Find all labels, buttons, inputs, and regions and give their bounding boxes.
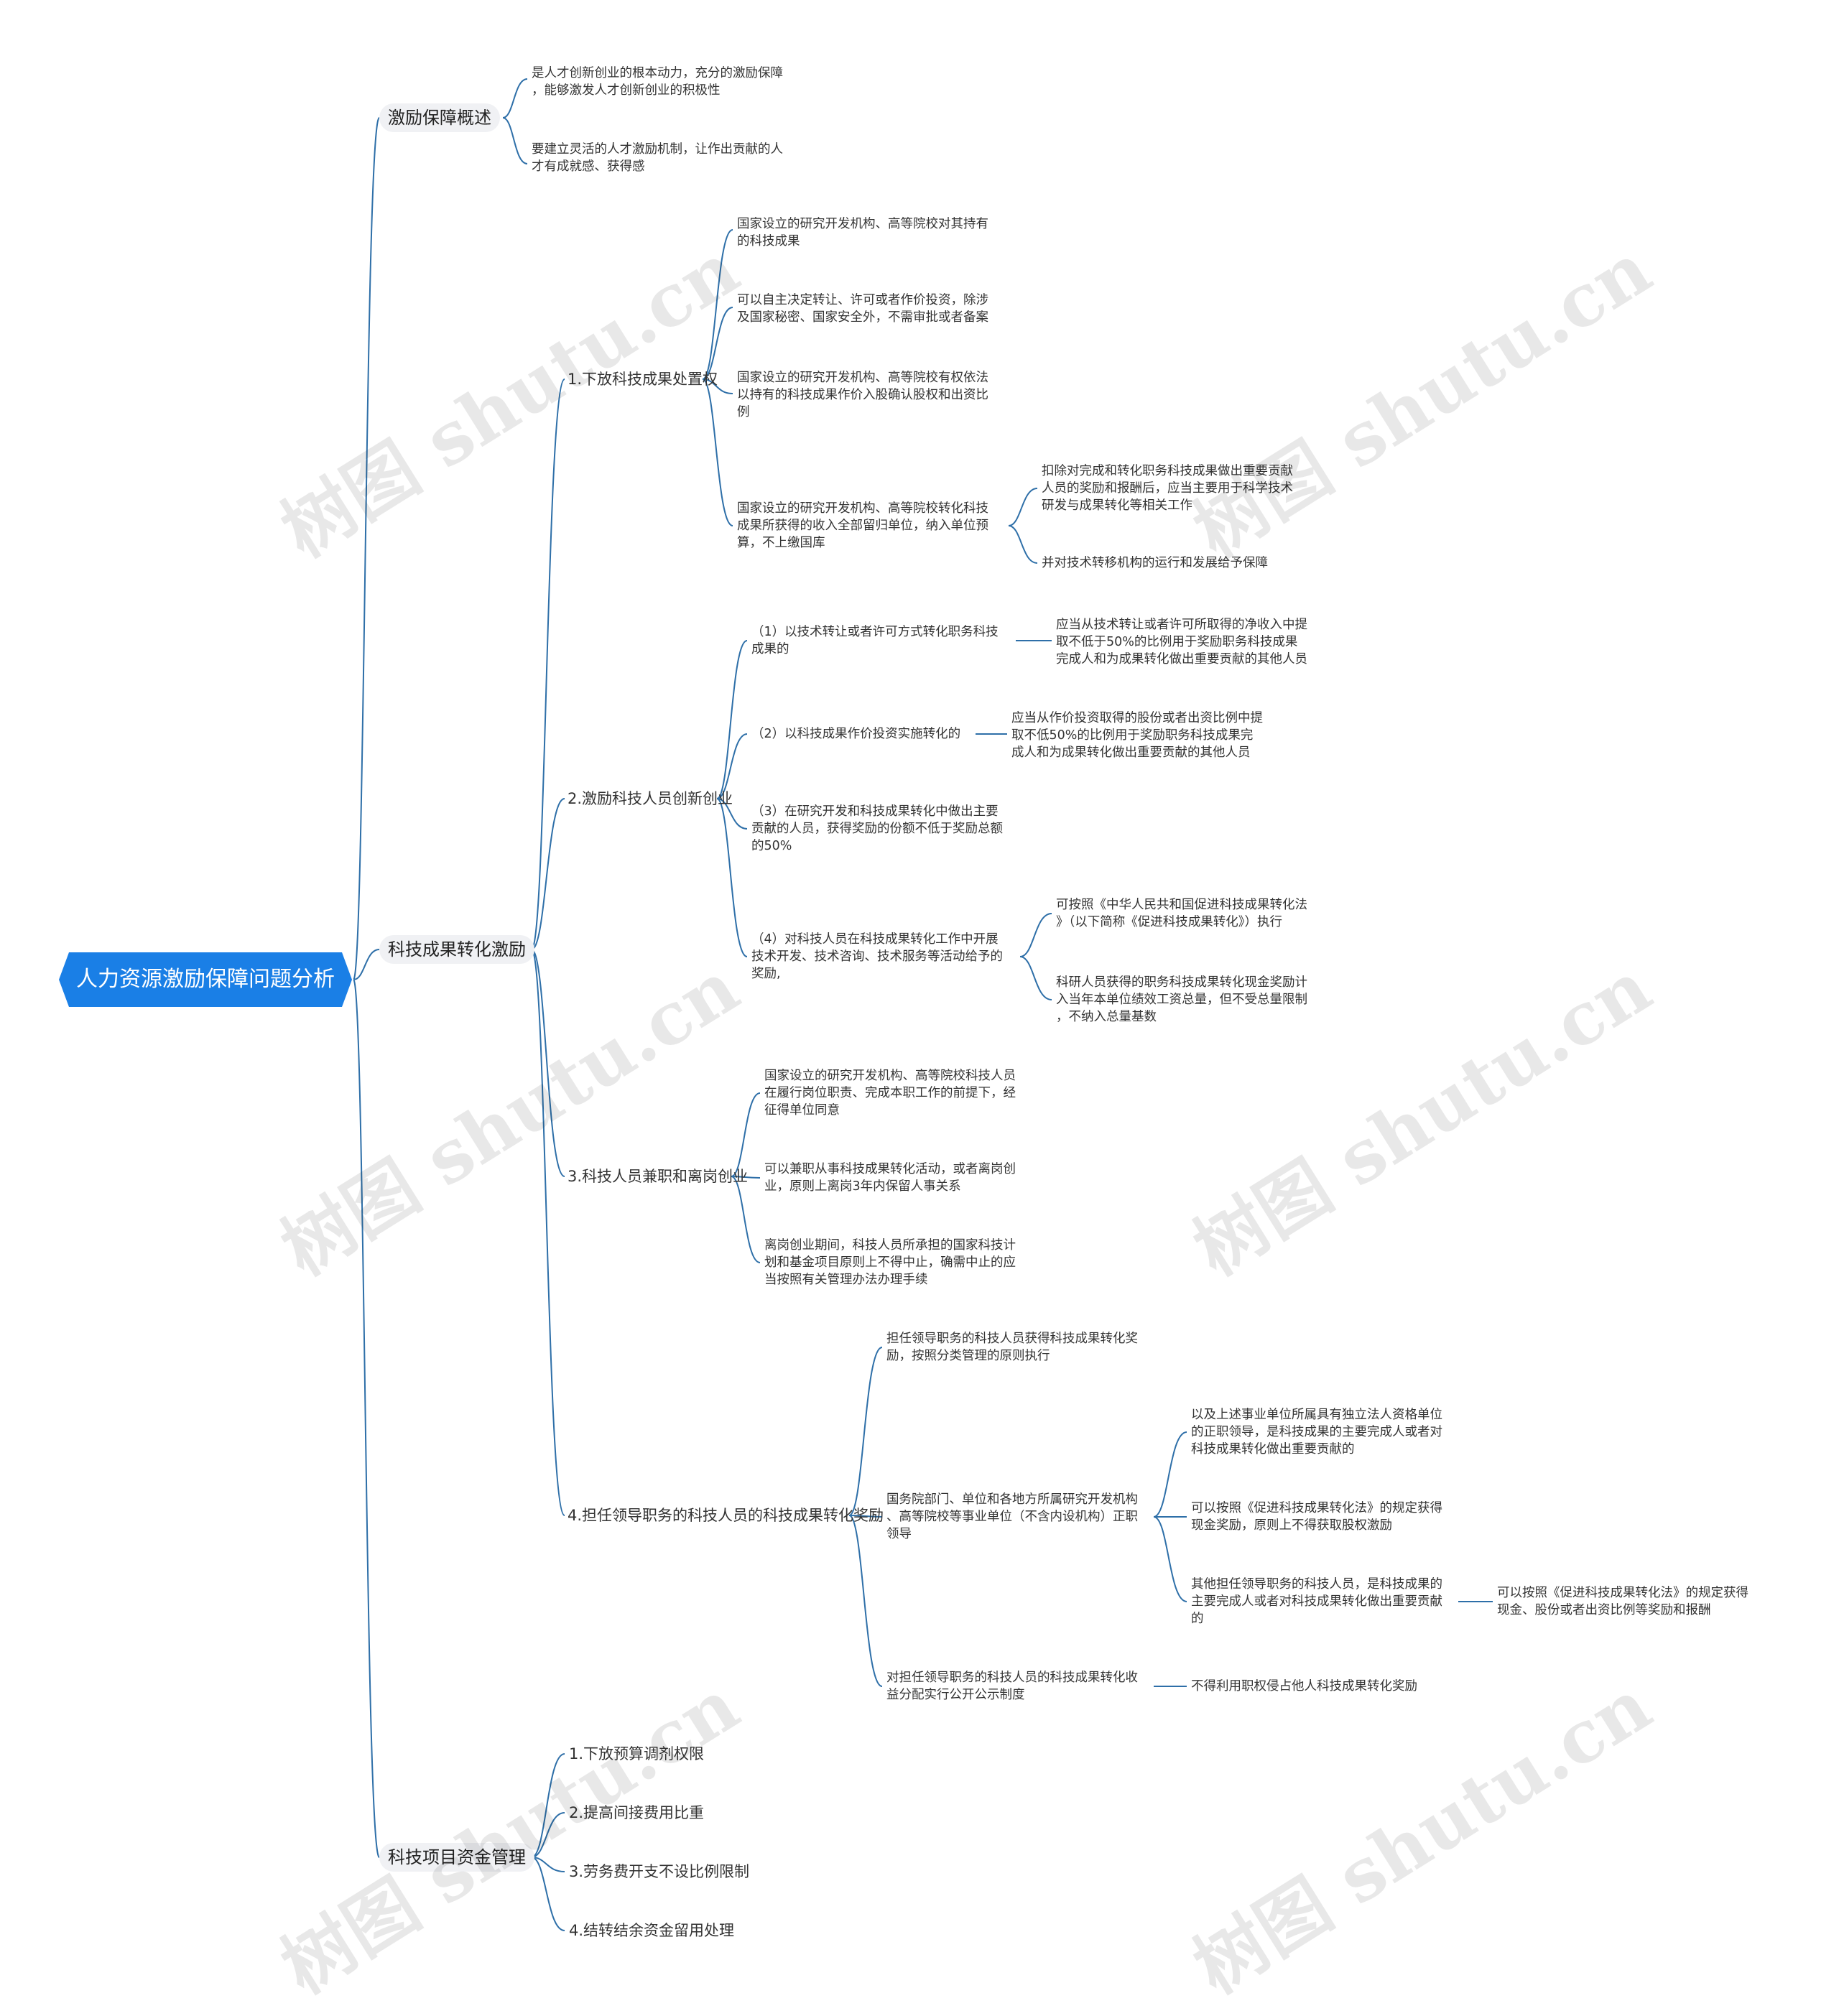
leader-detail-1[interactable]: 以及上述事业单位所属具有独立法人资格单位的正职领导，是科技成果的主要完成人或者对… [1191, 1408, 1442, 1457]
connector [702, 307, 733, 380]
connector [1153, 1516, 1187, 1602]
connector [531, 378, 565, 950]
sub-disposal-rights[interactable]: 1.下放科技成果处置权 [568, 371, 718, 388]
connector [531, 1857, 565, 1931]
parttime-item-3[interactable]: 离岗创业期间，科技人员所承担的国家科技计划和基金项目原则上不得中止，确需中止的应… [764, 1238, 1016, 1287]
connector [702, 378, 733, 394]
connector [702, 378, 733, 526]
connector [531, 798, 565, 950]
connector [1019, 913, 1052, 957]
connector [353, 949, 380, 980]
connector [731, 1176, 761, 1263]
leader-item-2[interactable]: 国务院部门、单位和各地方所属研究开发机构、高等院校等事业单位（不含内设机构）正职… [886, 1492, 1138, 1541]
connector [702, 229, 733, 380]
connector [353, 979, 380, 1858]
leader-item-1[interactable]: 担任领导职务的科技人员获得科技成果转化奖励，按照分类管理的原则执行 [886, 1332, 1138, 1363]
root-topic[interactable]: 人力资源激励保障问题分析 [59, 952, 352, 1007]
encourage-item-3[interactable]: （3）在研究开发和科技成果转化中做出主要贡献的人员，获得奖励的份额不低于奖励总额… [751, 804, 1003, 853]
disposal-item-3[interactable]: 国家设立的研究开发机构、高等院校有权依法以持有的科技成果作价入股确认股权和出资比… [737, 371, 988, 419]
disposal-item-4[interactable]: 国家设立的研究开发机构、高等院校转化科技成果所获得的收入全部留归单位，纳入单位预… [737, 501, 988, 550]
connector [731, 1092, 761, 1177]
connector [531, 949, 565, 1177]
leader-detail-3a[interactable]: 可以按照《促进科技成果转化法》的规定获得现金、股份或者出资比例等奖励和报酬 [1497, 1586, 1748, 1617]
connector [502, 117, 528, 164]
disposal-detail-2[interactable]: 并对技术转移机构的运行和发展给予保障 [1042, 556, 1268, 570]
connector [716, 640, 748, 799]
connector [502, 78, 528, 119]
sub-part-time-leave[interactable]: 3.科技人员兼职和离岗创业 [568, 1168, 749, 1185]
parttime-item-2[interactable]: 可以兼职从事科技成果转化活动，或者离岗创业，原则上离岗3年内保留人事关系 [764, 1162, 1016, 1194]
encourage-detail-4a[interactable]: 可按照《中华人民共和国促进科技成果转化法》（以下简称《促进科技成果转化》）执行 [1056, 898, 1307, 929]
connector [731, 1176, 761, 1179]
connector [531, 949, 565, 1516]
connector [353, 117, 380, 980]
leader-detail-2[interactable]: 可以按照《促进科技成果转化法》的规定获得现金奖励，原则上不得获取股权激励 [1191, 1501, 1442, 1533]
funds-item-1[interactable]: 1.下放预算调剂权限 [569, 1745, 705, 1762]
sub-leader-reward[interactable]: 4.担任领导职务的科技人员的科技成果转化奖励 [568, 1507, 884, 1524]
branch-incentive-overview[interactable]: 激励保障概述 [379, 103, 500, 132]
connector [1008, 488, 1038, 526]
funds-item-4[interactable]: 4.结转结余资金留用处理 [569, 1922, 735, 1939]
overview-item-1[interactable]: 是人才创新创业的根本动力，充分的激励保障，能够激发人才创新创业的积极性 [532, 66, 783, 98]
encourage-detail-1[interactable]: 应当从技术转让或者许可所取得的净收入中提取不低于50%的比例用于奖励职务科技成果… [1056, 618, 1307, 666]
connector [531, 1812, 565, 1858]
connector [848, 1515, 883, 1687]
connector [848, 1515, 883, 1518]
sub-encourage-innovation[interactable]: 2.激励科技人员创新创业 [568, 790, 733, 807]
connector [716, 733, 748, 799]
connector [1008, 525, 1038, 564]
connector [716, 798, 748, 957]
connector [716, 798, 748, 830]
encourage-detail-2[interactable]: 应当从作价投资取得的股份或者出资比例中提取不低50%的比例用于奖励职务科技成果完… [1011, 711, 1263, 760]
encourage-item-1[interactable]: （1）以技术转让或者许可方式转化职务科技成果的 [751, 625, 999, 656]
connector [531, 1753, 565, 1858]
encourage-item-2[interactable]: （2）以科技成果作价投资实施转化的 [751, 727, 961, 741]
connector [848, 1347, 883, 1516]
disposal-detail-1[interactable]: 扣除对完成和转化职务科技成果做出重要贡献人员的奖励和报酬后，应当主要用于科学技术… [1042, 464, 1293, 513]
connector [531, 1857, 565, 1872]
parttime-item-1[interactable]: 国家设立的研究开发机构、高等院校科技人员在履行岗位职责、完成本职工作的前提下，经… [764, 1069, 1016, 1118]
leader-publicity-detail[interactable]: 不得利用职权侵占他人科技成果转化奖励 [1191, 1679, 1417, 1694]
overview-item-2[interactable]: 要建立灵活的人才激励机制，让作出贡献的人才有成就感、获得感 [532, 142, 783, 174]
encourage-detail-4b[interactable]: 科研人员获得的职务科技成果转化现金奖励计入当年本单位绩效工资总量，但不受总量限制… [1056, 975, 1307, 1024]
encourage-item-4[interactable]: （4）对科技人员在科技成果转化工作中开展技术开发、技术咨询、技术服务等活动给予的… [751, 932, 1003, 981]
connector [1153, 1431, 1187, 1518]
funds-item-3[interactable]: 3.劳务费开支不设比例限制 [569, 1863, 750, 1880]
leader-detail-3[interactable]: 其他担任领导职务的科技人员，是科技成果的主要完成人或者对科技成果转化做出重要贡献… [1191, 1577, 1442, 1626]
branch-project-funds[interactable]: 科技项目资金管理 [379, 1843, 534, 1872]
disposal-item-2[interactable]: 可以自主决定转让、许可或者作价投资，除涉及国家秘密、国家安全外，不需审批或者备案 [737, 293, 988, 325]
leader-item-3[interactable]: 对担任领导职务的科技人员的科技成果转化收益分配实行公开公示制度 [886, 1671, 1138, 1702]
disposal-item-1[interactable]: 国家设立的研究开发机构、高等院校对其持有的科技成果 [737, 217, 988, 248]
funds-item-2[interactable]: 2.提高间接费用比重 [569, 1804, 705, 1821]
branch-tech-transfer-incentive[interactable]: 科技成果转化激励 [379, 935, 534, 964]
connector [1019, 956, 1052, 1000]
